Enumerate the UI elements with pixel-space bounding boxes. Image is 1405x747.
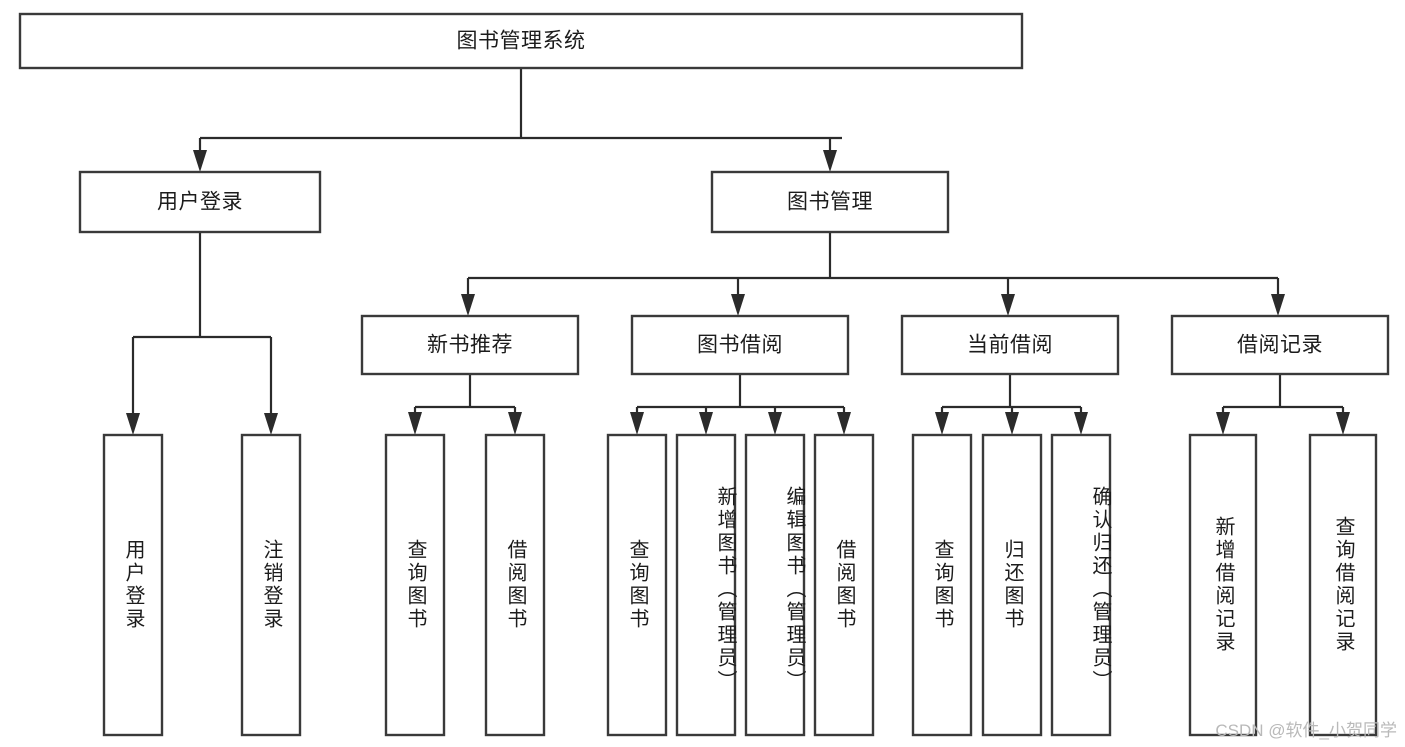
node-root-system-box[interactable] [18, 12, 1024, 70]
node-user-login-label: 用户登录 [157, 191, 243, 214]
node-new-book-recommend-label: 新书推荐 [427, 334, 513, 357]
leaf-box-query-book-1[interactable] [384, 433, 446, 737]
arrow-head-leaf-borrow-book-2 [837, 412, 851, 435]
leaf-box-borrow-book-2[interactable] [813, 433, 875, 737]
leaf-boxes-group [102, 433, 1378, 737]
arrow-head-leaf-add-record [1216, 412, 1230, 435]
node-book-borrow[interactable]: 图书借阅 [630, 314, 850, 376]
arrow-head-leaf-query-record [1336, 412, 1350, 435]
arrow-head-new-book-rec [461, 294, 475, 316]
leaf-box-add-record[interactable] [1188, 433, 1258, 737]
arrow-head-leaf-edit-book [768, 412, 782, 435]
leaf-box-return-book[interactable] [981, 433, 1043, 737]
arrow-head-book-borrow [731, 294, 745, 316]
arrow-head-borrow-record [1271, 294, 1285, 316]
node-new-book-recommend[interactable]: 新书推荐 [360, 314, 580, 376]
connector-group-borrow-record [1216, 374, 1350, 435]
arrow-head-leaf-user-login [126, 413, 140, 435]
arrow-head-leaf-query-book-2 [630, 412, 644, 435]
leaf-box-add-book[interactable] [675, 433, 737, 737]
arrow-head-leaf-query-book-3 [935, 412, 949, 435]
node-current-borrow[interactable]: 当前借阅 [900, 314, 1120, 376]
connector-group-book-mgmt [461, 232, 1285, 316]
node-root-system-label: 图书管理系统 [457, 30, 586, 53]
node-borrow-record-box[interactable] [1170, 314, 1390, 376]
node-root-system[interactable]: 图书管理系统 [18, 12, 1024, 70]
node-book-management[interactable]: 图书管理 [710, 170, 950, 234]
leaf-box-logout[interactable] [240, 433, 302, 737]
leaf-box-borrow-book-1[interactable] [484, 433, 546, 737]
connector-group-book-borrow [630, 374, 851, 435]
node-user-login[interactable]: 用户登录 [78, 170, 322, 234]
node-borrow-record-label: 借阅记录 [1237, 334, 1323, 357]
arrow-head-current-borrow [1001, 294, 1015, 316]
arrow-head-leaf-add-book [699, 412, 713, 435]
csdn-watermark: CSDN @软件_小贺同学 [1215, 721, 1397, 740]
connector-group-new-book-rec [408, 374, 522, 435]
leaf-box-query-book-2[interactable] [606, 433, 668, 737]
leaf-box-query-book-3[interactable] [911, 433, 973, 737]
node-borrow-record[interactable]: 借阅记录 [1170, 314, 1390, 376]
node-book-borrow-label: 图书借阅 [697, 334, 783, 357]
connector-group-user-login [126, 232, 278, 435]
node-book-borrow-box[interactable] [630, 314, 850, 376]
node-book-management-box[interactable] [710, 170, 950, 234]
connector-group-root [193, 68, 842, 172]
leaf-box-confirm-return[interactable] [1050, 433, 1112, 737]
arrow-head-leaf-logout [264, 413, 278, 435]
leaf-box-edit-book[interactable] [744, 433, 806, 737]
node-user-login-box[interactable] [78, 170, 322, 234]
node-book-management-label: 图书管理 [787, 191, 873, 214]
leaf-box-user-login[interactable] [102, 433, 164, 737]
arrow-head-user-login [193, 150, 207, 172]
arrow-head-leaf-borrow-book-1 [508, 412, 522, 435]
node-current-borrow-box[interactable] [900, 314, 1120, 376]
arrow-head-leaf-return-book [1005, 412, 1019, 435]
connector-group-current-borrow [935, 374, 1088, 435]
node-new-book-recommend-box[interactable] [360, 314, 580, 376]
arrow-head-leaf-confirm-return [1074, 412, 1088, 435]
arrow-head-leaf-query-book-1 [408, 412, 422, 435]
node-current-borrow-label: 当前借阅 [967, 334, 1053, 357]
leaf-box-query-record[interactable] [1308, 433, 1378, 737]
arrow-head-book-mgmt [823, 150, 837, 172]
